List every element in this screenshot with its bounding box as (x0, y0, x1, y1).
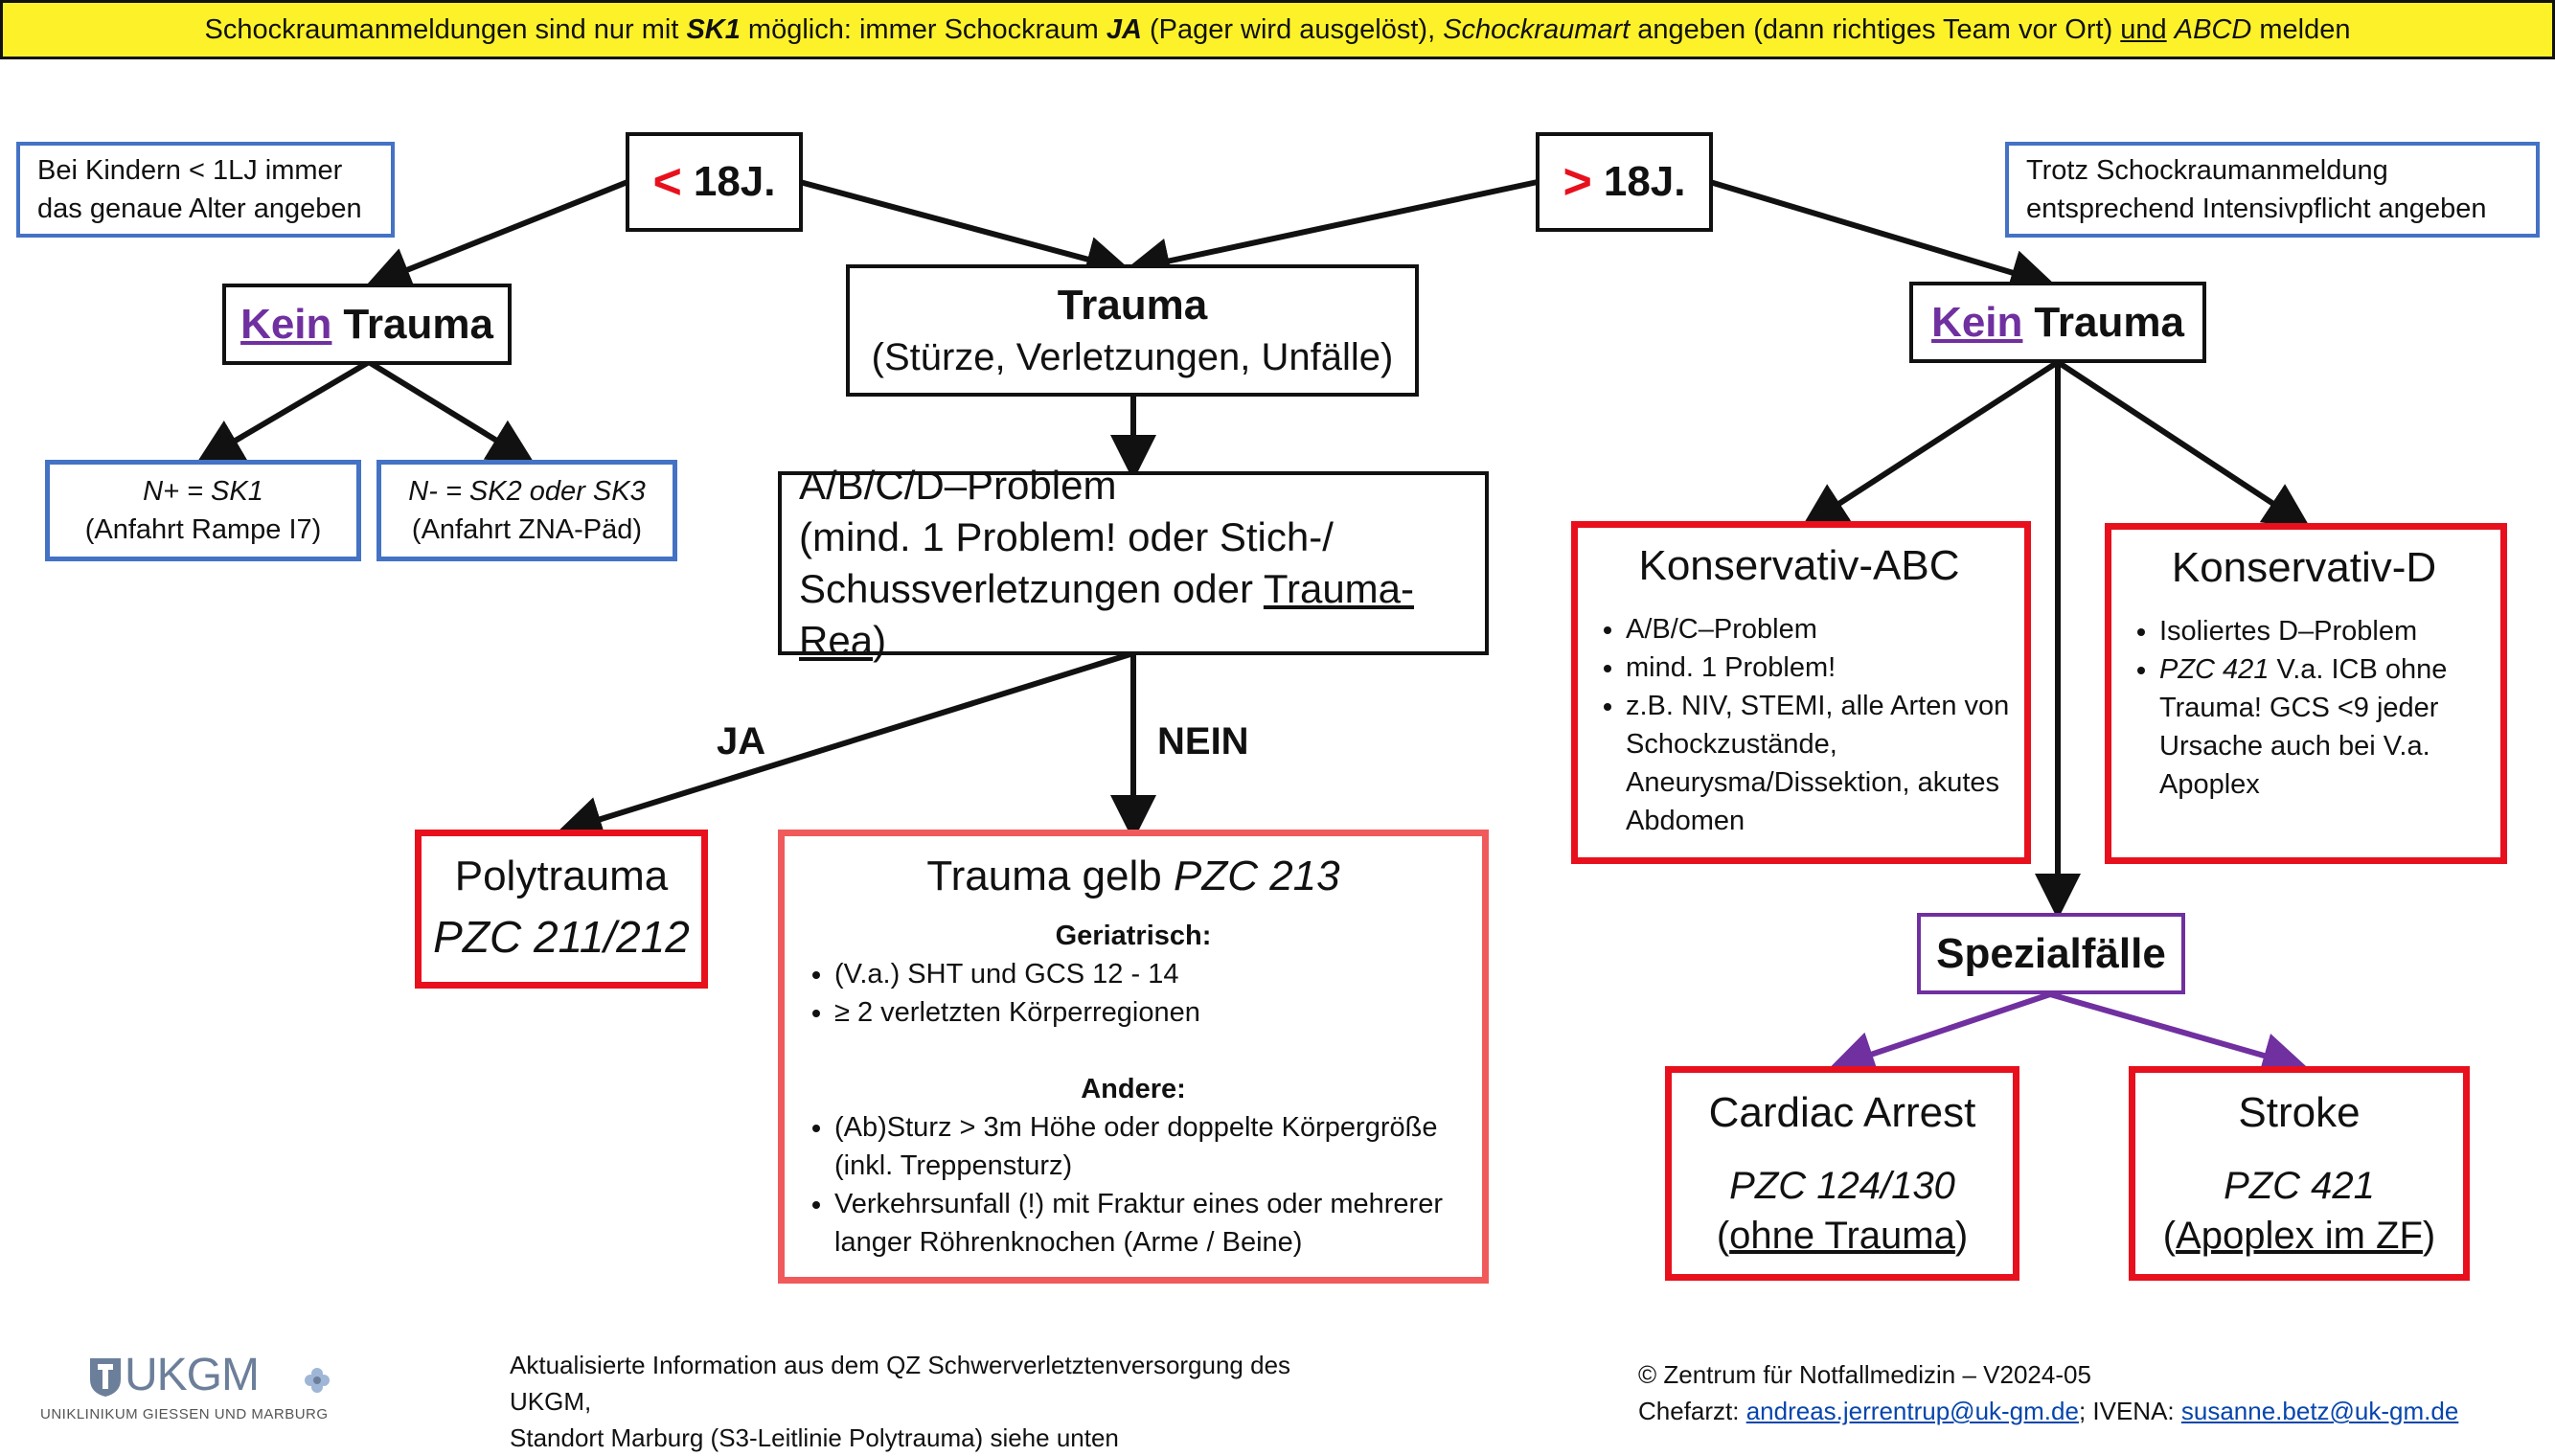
kein-trauma-adults: Kein Trauma (1909, 282, 2206, 363)
cardiac-arrest-sub: (ohne Trauma) (1716, 1215, 1969, 1257)
geriatrisch-list: (V.a.) SHT und GCS 12 - 14 ≥ 2 verletzte… (796, 955, 1471, 1032)
label-ja: JA (717, 720, 766, 762)
arrow-spezial-cardiac (1828, 991, 2051, 1077)
arrow-kein-konsabc (1800, 359, 2060, 529)
arrow-abcd-polytrauma (556, 650, 1134, 842)
arrow-over18-trauma (1124, 179, 1539, 284)
abcd-problem-box: A/B/C/D–Problem (mind. 1 Problem! oder S… (778, 463, 1489, 663)
list-item: mind. 1 Problem! (1626, 648, 2011, 687)
arrow-kein-nplus (195, 359, 371, 465)
list-item: Isoliertes D–Problem (2159, 612, 2487, 650)
spezialfaelle-box: Spezialfälle (1917, 913, 2185, 994)
ukgm-logo: UKGM UNIKLINIKUM GIESSEN UND MARBURG (40, 1345, 337, 1431)
list-item: Verkehrsunfall (!) mit Fraktur eines ode… (834, 1185, 1471, 1262)
list-item: (V.a.) SHT und GCS 12 - 14 (834, 955, 1471, 993)
footer-contacts: © Zentrum für Notfallmedizin – V2024-05 … (1638, 1356, 2539, 1429)
label-nein: NEIN (1157, 720, 1249, 762)
age-over-18: > 18J. (1536, 132, 1713, 232)
andere-list: (Ab)Sturz > 3m Höhe oder doppelte Körper… (796, 1108, 1471, 1262)
stroke-box: Stroke PZC 421 (Apoplex im ZF) (2129, 1066, 2470, 1281)
list-item: (Ab)Sturz > 3m Höhe oder doppelte Körper… (834, 1108, 1471, 1185)
polytrauma-box: Polytrauma PZC 211/212 (415, 830, 708, 989)
cardiac-arrest-box: Cardiac Arrest PZC 124/130 (ohne Trauma) (1665, 1066, 2019, 1281)
ukgm-shield-icon (90, 1358, 121, 1397)
chefarzt-email-link[interactable]: andreas.jerrentrup@uk-gm.de (1745, 1397, 2079, 1425)
arrow-under18-kein (364, 179, 629, 291)
stroke-sub: (Apoplex im ZF) (2162, 1215, 2436, 1257)
trauma-gelb-title: Trauma gelb PZC 213 (926, 853, 1340, 899)
kein-trauma-children: Kein Trauma (222, 284, 512, 365)
arrow-over18-kein (1709, 179, 2057, 295)
list-item: PZC 421 V.a. ICB ohne Trauma! GCS <9 jed… (2159, 650, 2487, 804)
abcd-line3: Schussverletzungen oder Trauma-Rea) (799, 566, 1415, 663)
box-n-plus: N+ = SK1 (Anfahrt Rampe I7) (45, 460, 361, 561)
konservativ-abc-list: A/B/C–Problem mind. 1 Problem! z.B. NIV,… (1587, 610, 2011, 840)
arrow-spezial-stroke (2049, 991, 2309, 1079)
age-under-18: < 18J. (626, 132, 803, 232)
trauma-gelb-box: Trauma gelb PZC 213 Geriatrisch: (V.a.) … (778, 830, 1489, 1284)
arrow-kein-nminus (367, 359, 536, 465)
arrow-kein-konsd (2056, 359, 2312, 529)
footer-info: Aktualisierte Information aus dem QZ Sch… (510, 1351, 1291, 1452)
ukgm-flower-icon (305, 1368, 330, 1393)
trauma-box: Trauma (Stürze, Verletzungen, Unfälle) (846, 264, 1419, 397)
konservativ-d-list: Isoliertes D–Problem PZC 421 V.a. ICB oh… (2121, 612, 2487, 804)
list-item: z.B. NIV, STEMI, alle Arten von Schockzu… (1626, 687, 2011, 840)
konservativ-abc-box: Konservativ-ABC A/B/C–Problem mind. 1 Pr… (1571, 521, 2031, 864)
konservativ-d-box: Konservativ-D Isoliertes D–Problem PZC 4… (2105, 523, 2507, 864)
note-intensivpflicht: Trotz Schockraumanmeldung entsprechend I… (2005, 142, 2540, 238)
note-kinder-alter: Bei Kindern < 1LJ immer das genaue Alter… (16, 142, 395, 238)
arrow-under18-trauma (799, 179, 1132, 282)
ivena-email-link[interactable]: susanne.betz@uk-gm.de (2180, 1397, 2459, 1425)
top-banner: Schockraumanmeldungen sind nur mit SK1 m… (0, 0, 2555, 59)
list-item: A/B/C–Problem (1626, 610, 2011, 648)
box-n-minus: N- = SK2 oder SK3 (Anfahrt ZNA-Päd) (376, 460, 677, 561)
banner-text: Schockraumanmeldungen sind nur mit SK1 m… (204, 13, 2351, 45)
footer-emails: Chefarzt: andreas.jerrentrup@uk-gm.de; I… (1638, 1397, 2459, 1425)
list-item: ≥ 2 verletzten Körperregionen (834, 993, 1471, 1032)
